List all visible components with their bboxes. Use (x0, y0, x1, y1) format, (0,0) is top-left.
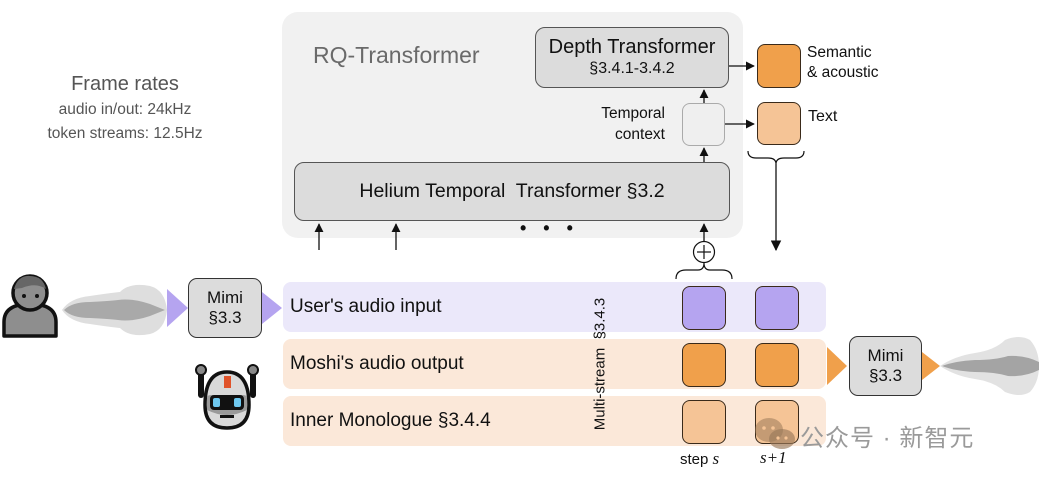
ellipsis: • • • (520, 218, 579, 238)
stream-label: Inner Monologue §3.4.4 (290, 410, 491, 431)
semantic-line2: & acoustic (807, 64, 879, 81)
stream-inner-monologue: Inner Monologue §3.4.4 (283, 396, 826, 446)
mimi-encoder-box: Mimi §3.3 (188, 278, 262, 338)
token-user-step-s1 (755, 286, 799, 330)
audio-rate: audio in/out: 24kHz (58, 101, 192, 118)
temporal-context-line1: Temporal (601, 105, 665, 122)
stream-label: User's audio input (290, 296, 442, 317)
token-user-step-s (682, 286, 726, 330)
helium-temporal-transformer-box: Helium Temporal Transformer §3.2 (294, 162, 730, 221)
multi-stream-label: Multi-stream §3.4.3 (589, 283, 611, 445)
brace-outputs (747, 150, 805, 165)
sum-icon (692, 240, 716, 264)
depth-transformer-section: §3.4.1-3.4.2 (589, 60, 675, 77)
step-word: step (680, 451, 709, 468)
brace-step-input (675, 262, 733, 280)
watermark: 公众号 · 新智元 (800, 425, 975, 452)
token-moshi-step-s (682, 343, 726, 387)
mimi-in-section: §3.3 (208, 308, 242, 327)
person-icon (2, 274, 58, 338)
helium-label: Helium Temporal Transformer §3.2 (359, 180, 665, 202)
step-s-plus-1-label: s+1 (760, 448, 787, 467)
frame-rates-title: Frame rates (71, 73, 179, 95)
depth-transformer-box: Depth Transformer §3.4.1-3.4.2 (535, 27, 729, 88)
mimi-out-name: Mimi (867, 346, 904, 365)
robot-icon (195, 364, 259, 430)
wechat-icon (755, 418, 795, 449)
temporal-context-box (682, 103, 725, 146)
mimi-in-name: Mimi (207, 288, 243, 307)
semantic-acoustic-token (757, 44, 801, 88)
arrow-to-mimi-in (167, 289, 188, 327)
multi-stream-text: Multi-stream §3.4.3 (591, 297, 609, 431)
semantic-line1: Semantic (807, 44, 872, 61)
mimi-decoder-box: Mimi §3.3 (849, 336, 922, 396)
temporal-context-label: Temporal context (580, 103, 665, 145)
step-s-var: s (712, 449, 720, 468)
token-text-step-s (682, 400, 726, 444)
semantic-acoustic-label: Semantic & acoustic (807, 43, 879, 83)
text-token (757, 102, 801, 145)
waveform-icon (62, 284, 167, 336)
frame-rates-note: Frame rates audio in/out: 24kHz token st… (20, 70, 230, 146)
arrow-mimi-in-to-stream (262, 292, 282, 324)
stream-label: Moshi's audio output (290, 353, 464, 374)
step-s-label: step s (680, 449, 719, 469)
mimi-out-section: §3.3 (868, 366, 903, 385)
stream-user-audio: User's audio input (283, 282, 826, 332)
rq-transformer-title: RQ-Transformer (313, 42, 480, 68)
token-moshi-step-s1 (755, 343, 799, 387)
arrow-stream-to-mimi-out (827, 347, 847, 385)
temporal-context-line2: context (615, 126, 665, 143)
stream-moshi-audio: Moshi's audio output (283, 339, 826, 389)
depth-transformer-name: Depth Transformer (548, 36, 716, 58)
token-rate: token streams: 12.5Hz (47, 125, 203, 142)
waveform-icon (940, 337, 1039, 395)
arrow-mimi-out-to-audio (922, 352, 940, 380)
text-label: Text (808, 108, 838, 125)
